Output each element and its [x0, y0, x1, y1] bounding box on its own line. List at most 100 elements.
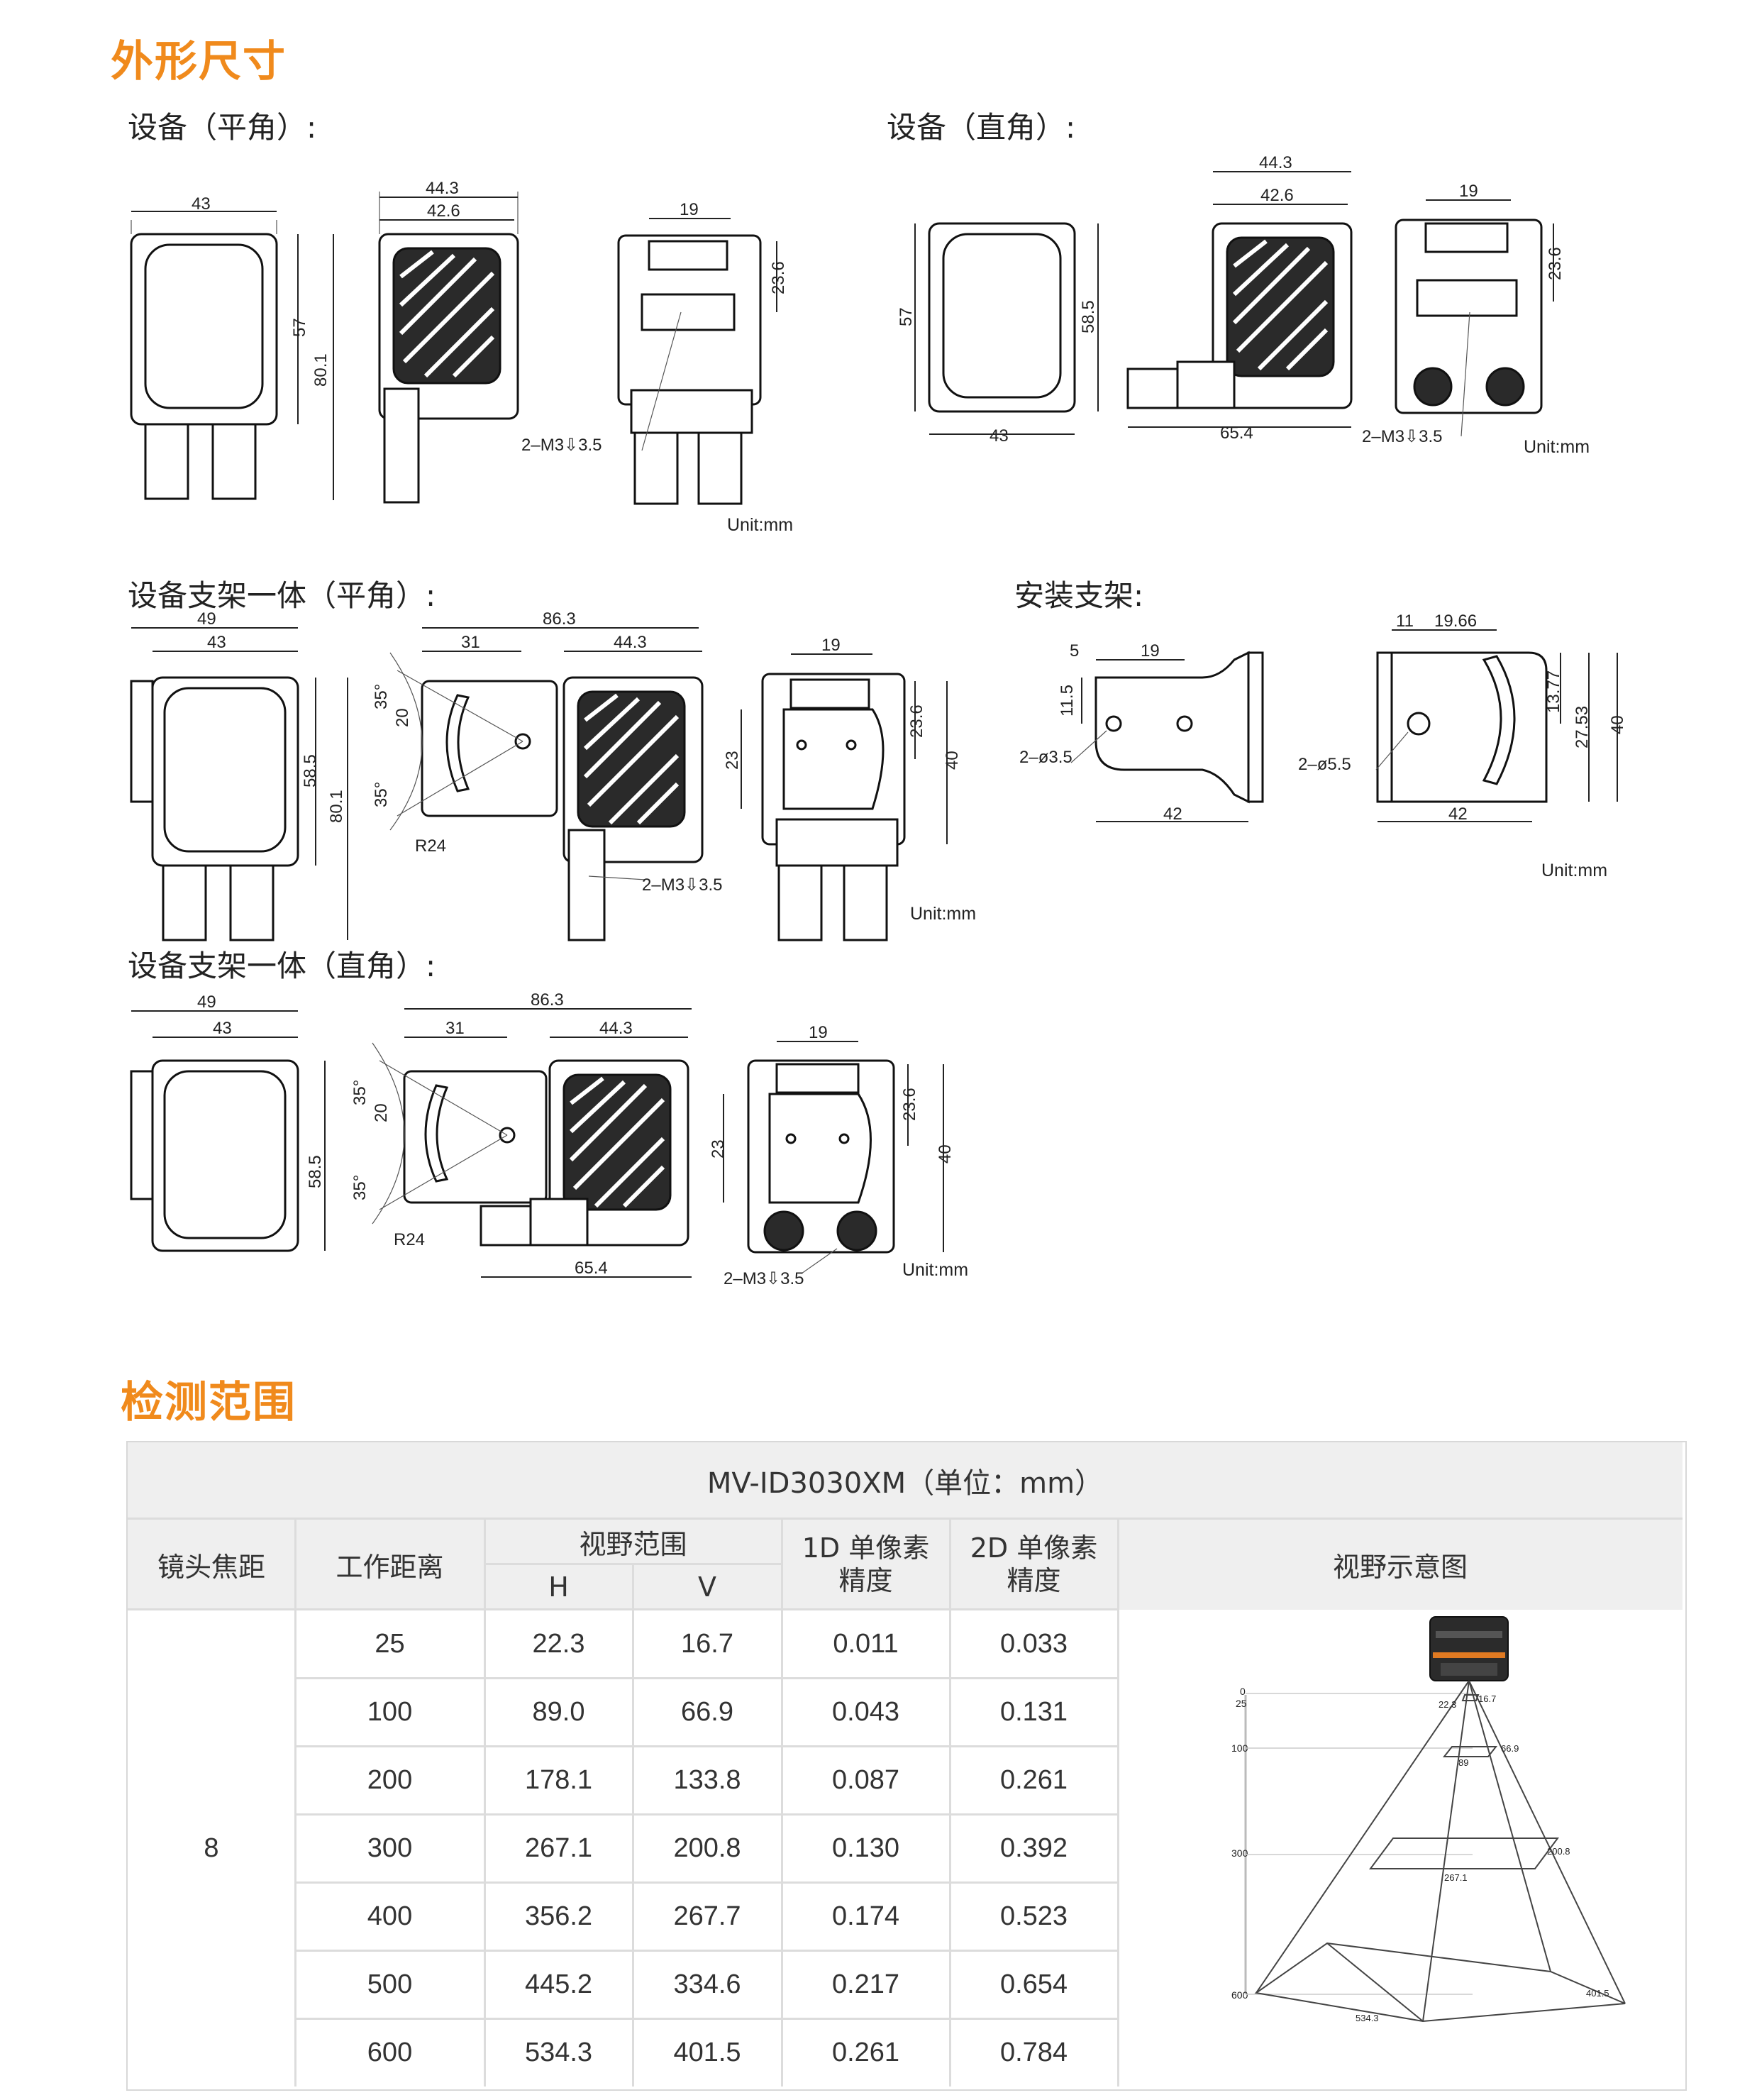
dim-text: 40 [943, 751, 962, 770]
header-1d: 1D 单像素 精度 [782, 1519, 950, 1610]
table-cell-px2d: 0.784 [999, 2037, 1068, 2067]
dim-text: 49 [197, 993, 216, 1012]
dim-text: 40 [936, 1144, 955, 1164]
dim-text: 23.6 [1546, 247, 1565, 280]
unit-label: Unit:mm [902, 1260, 969, 1280]
dim-text: R24 [415, 836, 446, 856]
fov-label: 66.9 [1501, 1743, 1519, 1754]
dim-text: 35° [350, 1175, 370, 1200]
header-2d: 2D 单像素 精度 [950, 1519, 1118, 1610]
dim-text: 2–M3⇩3.5 [642, 875, 723, 895]
fov-label: 89 [1458, 1757, 1468, 1768]
dim-text: 86.3 [531, 990, 564, 1010]
header-diagram: 视野示意图 [1118, 1519, 1683, 1610]
drawing-device-right: 43 57 58.5 44.3 42.6 65.4 19 23.6 2–M3⇩3… [897, 153, 1565, 446]
table-cell-px1d: 0.087 [831, 1764, 900, 1795]
unit-label: Unit:mm [727, 515, 794, 535]
drawing-device-flat: 43 57 80.1 44.3 42.6 19 23.6 2–M3⇩3.5 [130, 179, 788, 505]
header-h: H [484, 1564, 633, 1610]
table-cell-px1d: 0.043 [831, 1696, 900, 1727]
fov-label: 267.1 [1444, 1872, 1468, 1883]
dim-text: 80.1 [311, 353, 331, 387]
table-cell-h: 178.1 [524, 1764, 593, 1795]
dim-text: 2–M3⇩3.5 [1362, 427, 1443, 446]
dim-text: 43 [213, 1019, 232, 1038]
dim-text: 19 [680, 200, 699, 219]
dim-text: 57 [290, 318, 309, 337]
fov-axis-label: 100 [1231, 1742, 1248, 1754]
fov-axis-label: 600 [1231, 1989, 1248, 2001]
table-cell-px2d: 0.654 [999, 1969, 1068, 1999]
fov-label: 22.3 [1439, 1699, 1456, 1710]
table-cell-h: 89.0 [532, 1696, 585, 1727]
drawing-bracket-flat: 49 43 58.5 80.1 35° 20 35° R24 86.3 31 4… [130, 609, 962, 941]
table-cell-distance: 300 [367, 1833, 413, 1863]
fov-diagram: 0 25 100 300 600 22.3 16.7 89 66.9 267.1… [1231, 1616, 1626, 2023]
dim-text: 23 [709, 1139, 728, 1159]
table-cell-h: 22.3 [532, 1628, 585, 1659]
fov-axis-label: 300 [1231, 1847, 1248, 1859]
dim-text: 65.4 [1220, 424, 1253, 443]
dim-text: 44.3 [426, 179, 459, 198]
dim-text: 49 [197, 609, 216, 629]
table-cell-v: 200.8 [673, 1833, 741, 1863]
dim-text: 42 [1163, 805, 1182, 824]
table-cell-px1d: 0.261 [831, 2037, 900, 2067]
dim-text: 19 [809, 1023, 828, 1042]
table-cell-v: 16.7 [681, 1628, 733, 1659]
dim-text: 20 [372, 1103, 391, 1122]
fov-label: 401.5 [1586, 1988, 1609, 1999]
fov-axis-label: 25 [1236, 1698, 1247, 1709]
table-cell-px1d: 0.217 [831, 1969, 900, 1999]
dim-text: 35° [372, 782, 391, 807]
fov-axis-label: 0 [1240, 1686, 1246, 1697]
dim-text: 43 [207, 633, 226, 652]
section-title-dimensions: 外形尺寸 [111, 37, 287, 87]
dim-text: 2–ø3.5 [1019, 748, 1073, 767]
dim-text: 86.3 [543, 609, 576, 629]
table-cell-distance: 25 [375, 1628, 405, 1659]
section-title-range: 检测范围 [121, 1378, 296, 1427]
dim-text: 13.77 [1544, 670, 1563, 713]
dim-text: 31 [461, 633, 480, 652]
dim-text: 43 [990, 426, 1009, 446]
dim-text: 2–M3⇩3.5 [521, 436, 602, 455]
dim-text: 58.5 [306, 1155, 325, 1188]
table-cell-v: 334.6 [673, 1969, 741, 1999]
dim-text: 44.3 [614, 633, 647, 652]
dim-text: 27.53 [1573, 706, 1592, 748]
table-cell-distance: 400 [367, 1901, 413, 1931]
dim-text: 40 [1608, 715, 1627, 734]
unit-label: Unit:mm [910, 904, 977, 924]
subtitle-device-flat: 设备（平角）: [128, 110, 317, 145]
drawing-bracket-right: 49 43 58.5 35° 20 35° R24 86.3 31 44.3 6… [130, 990, 955, 1288]
table-cell-distance: 100 [367, 1696, 413, 1727]
dim-text: 23 [723, 751, 742, 770]
table-cell-px2d: 0.131 [999, 1696, 1068, 1727]
dim-text: 31 [445, 1019, 465, 1038]
table-cell-distance: 500 [367, 1969, 413, 1999]
table-cell-v: 66.9 [681, 1696, 733, 1727]
fov-label: 200.8 [1547, 1846, 1570, 1857]
subtitle-bracket-mount: 安装支架: [1014, 578, 1144, 613]
subtitle-bracket-flat: 设备支架一体（平角）: [128, 578, 436, 613]
table-cell-px2d: 0.033 [999, 1628, 1068, 1659]
table-cell-px2d: 0.392 [999, 1833, 1068, 1863]
dim-text: 42.6 [1260, 186, 1294, 205]
dim-text: 58.5 [1079, 300, 1098, 333]
table-cell-distance: 600 [367, 2037, 413, 2067]
table-cell-v: 401.5 [673, 2037, 741, 2067]
dim-text: 35° [350, 1080, 370, 1105]
table-cell-px1d: 0.011 [833, 1628, 899, 1659]
dim-text: 23.6 [900, 1088, 919, 1121]
dim-text: 80.1 [327, 790, 346, 823]
table-cell-h: 534.3 [524, 2037, 593, 2067]
header-distance: 工作距离 [295, 1519, 484, 1610]
dim-text: 2–ø5.5 [1298, 755, 1351, 774]
table-cell-distance: 200 [367, 1764, 413, 1795]
table-title: MV-ID3030XM（单位：mm） [128, 1442, 1683, 1519]
dim-text: 43 [192, 194, 211, 214]
detection-range-table: MV-ID3030XM（单位：mm） 镜头焦距 工作距离 视野范围 H V 1D… [126, 1441, 1687, 2091]
unit-label: Unit:mm [1541, 861, 1608, 880]
dim-text: 57 [897, 307, 916, 326]
